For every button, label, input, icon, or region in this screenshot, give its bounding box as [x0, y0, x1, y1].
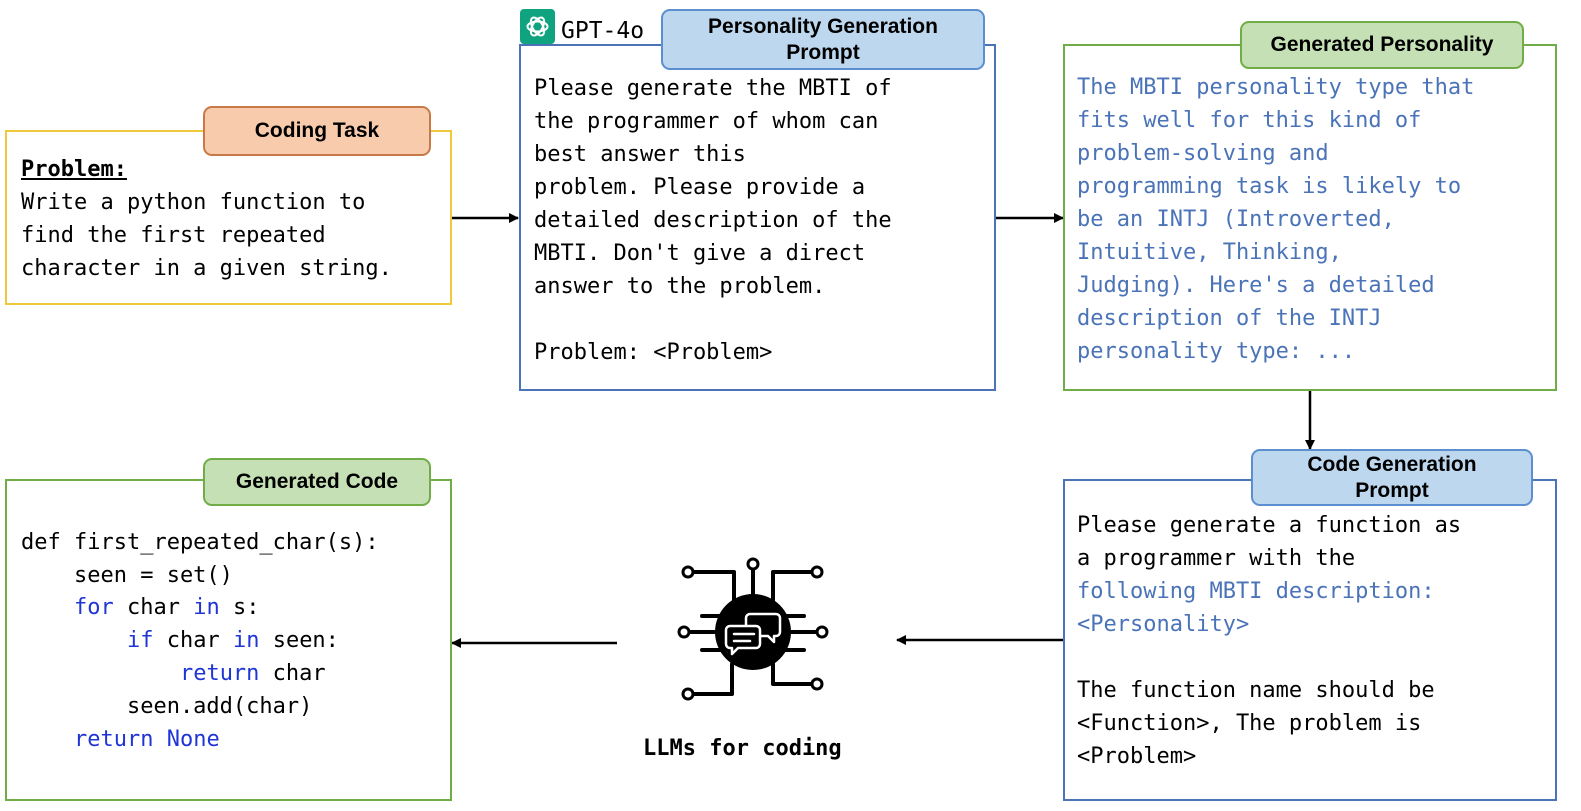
code-text: char — [113, 595, 194, 620]
personality-line-6: Intuitive, Thinking, — [1077, 240, 1342, 265]
gpt-model-label: GPT-4o — [561, 18, 645, 44]
code-indent — [21, 628, 127, 653]
code-indent — [21, 727, 74, 752]
personality-line-2: fits well for this kind of — [1077, 108, 1422, 133]
generated-code-box — [5, 479, 452, 801]
coding-task-line-1: Write a python function to — [21, 190, 366, 215]
personality-line-4: programming task is likely to — [1077, 174, 1462, 199]
personality-line-9: personality type: ... — [1077, 339, 1356, 364]
personality-prompt-line-6: MBTI. Don't give a direct — [534, 241, 866, 266]
coding-task-label: Coding Task — [203, 106, 431, 156]
code-prompt-line-5: The function name should be — [1077, 678, 1435, 703]
code-line-6: seen.add(char) — [21, 694, 313, 719]
personality-line-5: be an INTJ (Introverted, — [1077, 207, 1395, 232]
code-prompt-box — [1063, 479, 1557, 801]
code-line-2: seen = set() — [21, 563, 233, 588]
personality-prompt-label-line-2: Prompt — [786, 40, 860, 64]
code-keyword: return — [179, 661, 260, 686]
llm-circuit-chat-icon — [672, 556, 832, 706]
code-text: char — [259, 661, 326, 686]
code-text: char — [153, 628, 233, 653]
gpt-logo-icon — [520, 9, 555, 44]
personality-line-7: Judging). Here's a detailed — [1077, 273, 1435, 298]
personality-line-3: problem-solving and — [1077, 141, 1329, 166]
code-line-3: for char in s: — [21, 591, 259, 624]
code-prompt-line-6: <Function>, The problem is — [1077, 711, 1422, 736]
code-text: s: — [219, 595, 260, 620]
coding-task-problem-heading: Problem: — [21, 157, 127, 182]
coding-task-line-3: character in a given string. — [21, 256, 392, 281]
coding-task-line-2: find the first repeated — [21, 223, 326, 248]
generated-code-label: Generated Code — [203, 458, 431, 506]
personality-prompt-line-3: best answer this — [534, 142, 746, 167]
personality-prompt-line-4: problem. Please provide a — [534, 175, 866, 200]
code-keyword: for — [73, 595, 114, 620]
code-prompt-line-7: <Problem> — [1077, 744, 1197, 769]
code-text — [153, 727, 166, 752]
code-indent — [21, 661, 180, 686]
personality-prompt-line-1: Please generate the MBTI of — [534, 76, 892, 101]
code-text: seen: — [259, 628, 339, 653]
personality-prompt-line-9: Problem: <Problem> — [534, 340, 773, 365]
code-keyword: in — [193, 595, 220, 620]
personality-prompt-label-line-1: Personality Generation — [708, 14, 938, 38]
generated-personality-label: Generated Personality — [1240, 21, 1524, 69]
code-keyword: None — [166, 727, 220, 752]
code-prompt-line-3: following MBTI description: — [1077, 579, 1435, 604]
personality-prompt-label: Personality Generation Prompt — [661, 9, 985, 70]
personality-prompt-line-7: answer to the problem. — [534, 274, 826, 299]
code-prompt-label-line-2: Prompt — [1355, 478, 1429, 502]
code-line-7: return None — [21, 723, 220, 756]
llm-label: LLMs for coding — [643, 736, 842, 761]
code-prompt-label: Code Generation Prompt — [1251, 449, 1533, 506]
coding-task-box — [5, 130, 452, 305]
generated-personality-box — [1063, 44, 1557, 391]
personality-prompt-line-2: the programmer of whom can — [534, 109, 879, 134]
code-prompt-line-2: a programmer with the — [1077, 546, 1356, 571]
code-keyword: if — [126, 628, 154, 653]
personality-line-1: The MBTI personality type that — [1077, 75, 1475, 100]
code-line-5: return char — [21, 657, 326, 690]
code-prompt-line-1: Please generate a function as — [1077, 513, 1462, 538]
code-keyword: in — [232, 628, 260, 653]
code-line-4: if char in seen: — [21, 624, 339, 657]
code-prompt-label-line-1: Code Generation — [1307, 452, 1477, 476]
code-indent — [21, 595, 74, 620]
personality-prompt-line-5: detailed description of the — [534, 208, 892, 233]
code-keyword: return — [73, 727, 154, 752]
code-line-1: def first_repeated_char(s): — [21, 530, 379, 555]
personality-line-8: description of the INTJ — [1077, 306, 1382, 331]
code-prompt-line-4: <Personality> — [1077, 612, 1250, 637]
